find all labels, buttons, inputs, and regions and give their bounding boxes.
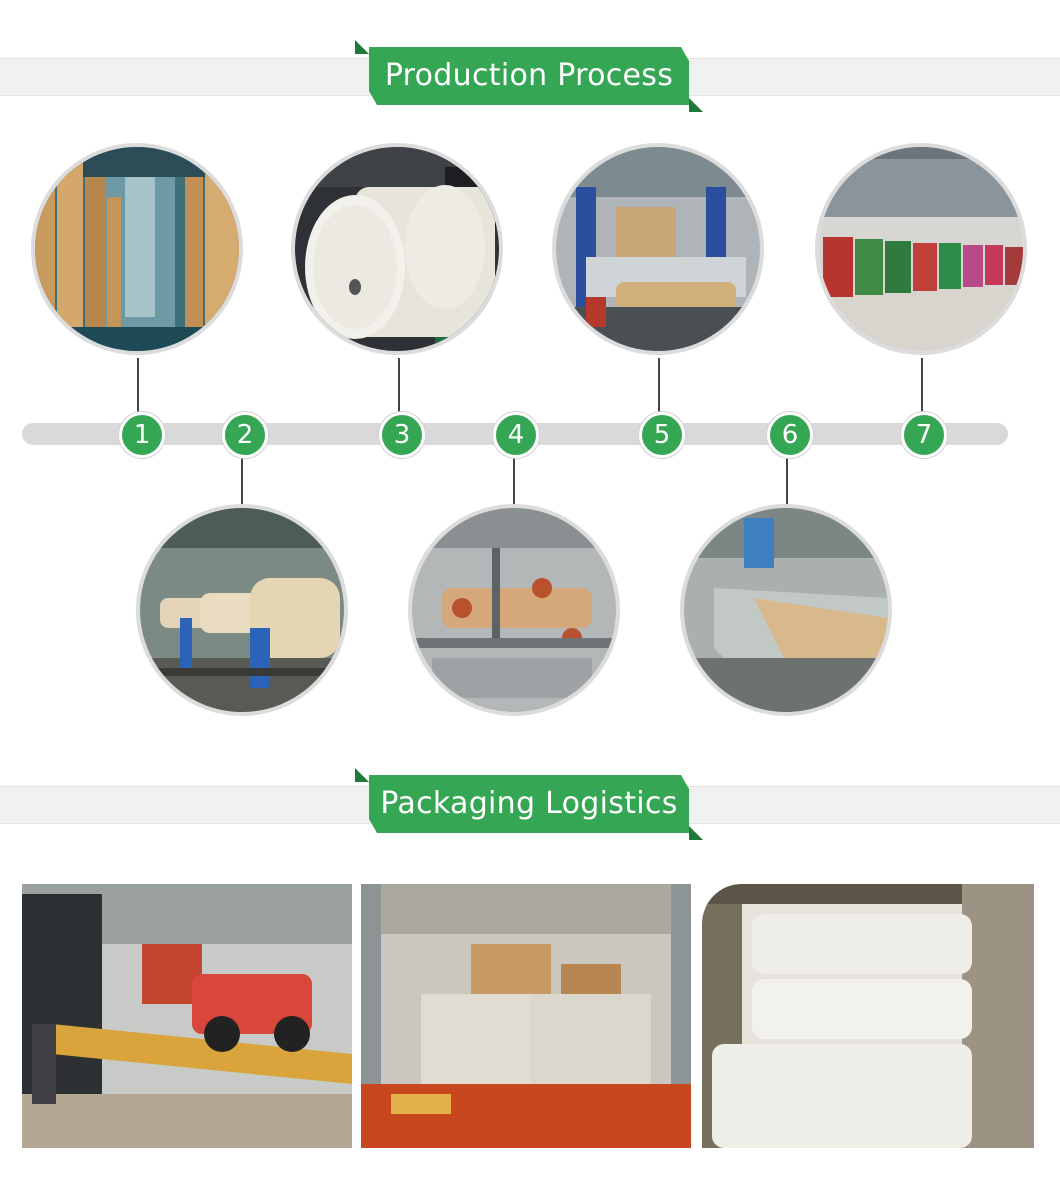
connector-2 (241, 452, 243, 504)
photo-bag-conveyor-line (680, 504, 892, 716)
production-title: Production Process (384, 58, 674, 93)
photo-paper-roll-feeding (136, 504, 348, 716)
step-7: 7 (901, 412, 947, 458)
logistics-title: Packaging Logistics (380, 786, 678, 821)
logistics-title-banner: Packaging Logistics (355, 768, 703, 840)
photo-container-white-bags (702, 884, 1034, 1148)
photo-bag-forming-machine (408, 504, 620, 716)
step-4: 4 (493, 412, 539, 458)
photo-bag-printing-machine (552, 143, 764, 355)
step-6: 6 (767, 412, 813, 458)
step-1: 1 (119, 412, 165, 458)
connector-4 (513, 452, 515, 504)
step-3: 3 (379, 412, 425, 458)
photo-finished-bags-warehouse (815, 143, 1027, 355)
step-5: 5 (639, 412, 685, 458)
photo-kraft-paper-warehouse (31, 143, 243, 355)
connector-1 (137, 358, 139, 416)
connector-5 (658, 358, 660, 416)
photo-white-paper-rolls (291, 143, 503, 355)
step-2: 2 (222, 412, 268, 458)
connector-6 (786, 452, 788, 504)
production-title-banner: Production Process (355, 40, 703, 112)
connector-7 (921, 358, 923, 416)
connector-3 (398, 358, 400, 416)
photo-container-pallets (361, 884, 691, 1148)
photo-forklift-loading (22, 884, 352, 1148)
